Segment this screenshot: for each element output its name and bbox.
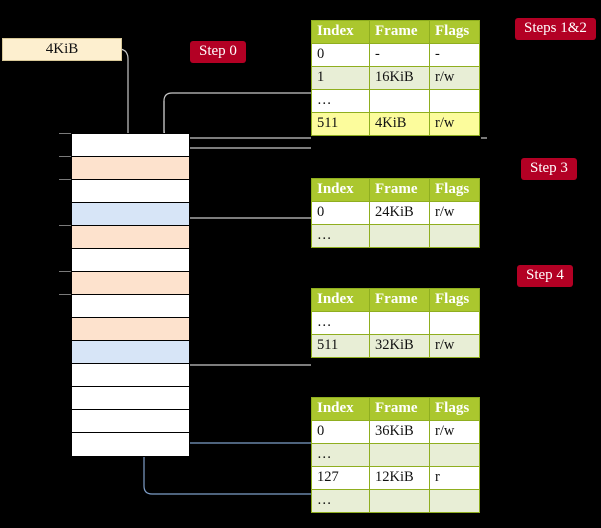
table-cell: r/w [429,201,480,225]
table-cell: 511 [311,112,370,136]
column-header-flags: Flags [429,178,480,202]
memory-tick [59,271,72,272]
table-cell: 32KiB [369,334,430,358]
table-cell: 0 [311,420,370,444]
memory-frame-row [72,226,189,249]
table-row: … [311,89,480,113]
table-cell: … [311,224,370,248]
memory-frame-row [72,134,189,157]
table-cell: … [311,489,370,513]
memory-frame-row [72,295,189,318]
badge-steps-1-2: Steps 1&2 [515,18,596,40]
table-cell [369,89,430,113]
physical-memory-column [71,133,190,457]
table-cell: 16KiB [369,66,430,90]
table-cell [429,311,480,335]
memory-frame-row [72,249,189,272]
column-header-flags: Flags [429,20,480,44]
table-cell [429,489,480,513]
table-cell [369,443,430,467]
memory-frame-row [72,272,189,295]
column-header-frame: Frame [369,20,430,44]
column-header-index: Index [311,397,370,421]
table-cell [429,89,480,113]
column-header-index: Index [311,178,370,202]
column-header-frame: Frame [369,397,430,421]
table-cell: r [429,466,480,490]
table-cell: … [311,89,370,113]
table-cell: r/w [429,334,480,358]
table-cell [429,443,480,467]
memory-frame-row [72,433,189,456]
column-header-flags: Flags [429,288,480,312]
table-row: 0-- [311,43,480,67]
table-cell: 12KiB [369,466,430,490]
table-cell: 0 [311,43,370,67]
column-header-flags: Flags [429,397,480,421]
table-cell: 4KiB [369,112,430,136]
column-header-index: Index [311,288,370,312]
table-row: … [311,224,480,248]
table-cell [369,224,430,248]
memory-frame-row [72,157,189,180]
memory-tick [59,179,72,180]
memory-tick [59,156,72,157]
memory-frame-row [72,180,189,203]
table-cell: r/w [429,420,480,444]
column-header-index: Index [311,20,370,44]
memory-frame-row [72,341,189,364]
table-cell: 24KiB [369,201,430,225]
table-cell: - [369,43,430,67]
column-header-frame: Frame [369,178,430,202]
memory-frame-row [72,410,189,433]
table-cell: 127 [311,466,370,490]
memory-frame-row [72,203,189,226]
column-header-frame: Frame [369,288,430,312]
memory-frame-row [72,387,189,410]
table-cell: … [311,311,370,335]
memory-frame-row [72,318,189,341]
memory-tick [59,294,72,295]
size-label-4kib: 4KiB [2,38,122,61]
table-cell: 1 [311,66,370,90]
badge-step-4: Step 4 [517,265,573,287]
table-cell: 0 [311,201,370,225]
table-cell [429,224,480,248]
badge-step-0: Step 0 [190,41,246,63]
table-cell: … [311,443,370,467]
badge-step-3: Step 3 [521,158,577,180]
table-cell [369,311,430,335]
table-cell: r/w [429,112,480,136]
memory-tick [59,133,72,134]
table-cell: 511 [311,334,370,358]
table-cell: r/w [429,66,480,90]
table-row: … [311,489,480,513]
table-row: … [311,443,480,467]
table-cell: - [429,43,480,67]
table-row: … [311,311,480,335]
memory-tick [59,225,72,226]
table-cell [369,489,430,513]
memory-frame-row [72,364,189,387]
table-cell: 36KiB [369,420,430,444]
